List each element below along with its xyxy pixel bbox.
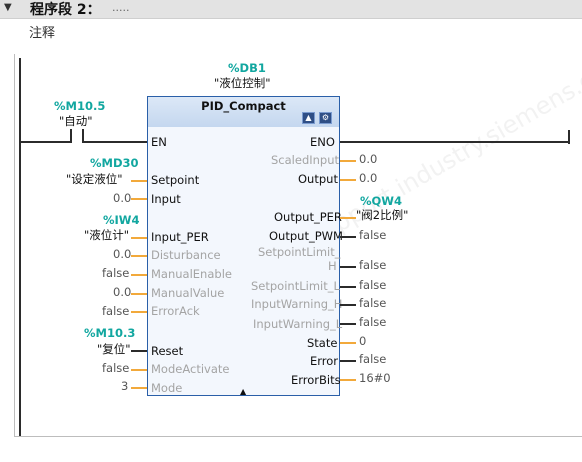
pin-mode[interactable]: Mode bbox=[151, 381, 183, 395]
input-warning-l-wire bbox=[340, 323, 356, 325]
disturbance-wire bbox=[131, 255, 147, 257]
expand-block-icon[interactable]: ▲ bbox=[240, 387, 247, 396]
setpoint-wire bbox=[131, 180, 147, 182]
setpoint-limit-l-wire bbox=[340, 286, 356, 288]
setpoint-limit-l-value[interactable]: false bbox=[359, 278, 387, 292]
pin-input[interactable]: Input bbox=[151, 192, 181, 206]
state-value[interactable]: 0 bbox=[359, 334, 367, 348]
pin-setpoint-limit-h-suffix[interactable]: H bbox=[328, 259, 337, 273]
pin-setpoint[interactable]: Setpoint bbox=[151, 173, 200, 187]
output-per-wire bbox=[340, 217, 356, 219]
pin-setpoint-limit-h[interactable]: SetpointLimit_ bbox=[258, 245, 341, 259]
eno-wire bbox=[340, 141, 568, 143]
input-warning-h-wire bbox=[340, 304, 356, 306]
scaled-input-value[interactable]: 0.0 bbox=[359, 152, 378, 166]
power-rail bbox=[19, 58, 21, 436]
pin-error-bits[interactable]: ErrorBits bbox=[291, 373, 341, 387]
configuration-icon[interactable]: ⚙ bbox=[319, 112, 332, 124]
error-bits-wire bbox=[340, 379, 356, 381]
disturbance-value[interactable]: 0.0 bbox=[113, 247, 132, 261]
pin-error-ack[interactable]: ErrorAck bbox=[151, 304, 200, 318]
scaled-input-wire bbox=[340, 160, 356, 162]
error-ack-value[interactable]: false bbox=[102, 304, 130, 318]
contact-auto[interactable] bbox=[70, 129, 84, 143]
mode-value[interactable]: 3 bbox=[121, 379, 129, 393]
setpoint-limit-h-value[interactable]: false bbox=[359, 258, 387, 272]
ladder-network-area bbox=[14, 54, 582, 437]
right-rail-stub bbox=[568, 130, 570, 144]
pin-manual-value[interactable]: ManualValue bbox=[151, 286, 225, 300]
pin-input-warning-l[interactable]: InputWarning_L bbox=[253, 317, 343, 331]
output-per-address[interactable]: %QW4 bbox=[360, 194, 402, 208]
mode-activate-value[interactable]: false bbox=[102, 361, 130, 375]
pin-output[interactable]: Output bbox=[298, 172, 338, 186]
error-bits-value[interactable]: 16#0 bbox=[359, 371, 391, 385]
network-comment[interactable]: 注释 bbox=[29, 26, 56, 41]
pin-input-per[interactable]: Input_PER bbox=[151, 230, 209, 244]
reset-address[interactable]: %M10.3 bbox=[84, 326, 136, 340]
pin-setpoint-limit-l[interactable]: SetpointLimit_L bbox=[251, 279, 340, 293]
pin-reset[interactable]: Reset bbox=[151, 344, 184, 358]
db-name[interactable]: "液位控制" bbox=[214, 76, 271, 90]
commissioning-icon[interactable]: ▲ bbox=[302, 112, 315, 124]
input-wire bbox=[131, 198, 147, 200]
setpoint-name[interactable]: "设定液位" bbox=[66, 172, 123, 186]
block-type: PID_Compact bbox=[201, 99, 286, 113]
en-wire-left bbox=[21, 141, 70, 143]
output-pwm-wire bbox=[340, 236, 356, 238]
pin-eno[interactable]: ENO bbox=[310, 135, 335, 149]
mode-activate-wire bbox=[131, 369, 147, 371]
input-value[interactable]: 0.0 bbox=[113, 191, 132, 205]
contact-address[interactable]: %M10.5 bbox=[54, 99, 106, 113]
error-ack-wire bbox=[131, 311, 147, 313]
network-title-comment[interactable]: ..... bbox=[112, 1, 130, 14]
pin-en[interactable]: EN bbox=[151, 135, 167, 149]
error-wire bbox=[340, 360, 356, 362]
output-pwm-value[interactable]: false bbox=[359, 228, 387, 242]
mode-wire bbox=[131, 387, 147, 389]
output-wire bbox=[340, 179, 356, 181]
network-title[interactable]: 程序段 2： bbox=[30, 2, 101, 18]
db-address[interactable]: %DB1 bbox=[228, 61, 266, 75]
en-wire-right bbox=[84, 141, 147, 143]
output-per-name[interactable]: "阀2比例" bbox=[356, 208, 409, 222]
collapse-triangle-icon[interactable]: ▼ bbox=[4, 2, 12, 13]
manual-enable-wire bbox=[131, 274, 147, 276]
input-per-wire bbox=[131, 237, 147, 239]
input-per-address[interactable]: %IW4 bbox=[103, 213, 140, 227]
reset-name[interactable]: "复位" bbox=[97, 342, 131, 356]
setpoint-limit-h-wire bbox=[340, 266, 356, 268]
pin-error[interactable]: Error bbox=[310, 354, 339, 368]
error-value[interactable]: false bbox=[359, 352, 387, 366]
pin-mode-activate[interactable]: ModeActivate bbox=[151, 362, 230, 376]
reset-wire bbox=[131, 350, 147, 352]
state-wire bbox=[340, 342, 356, 344]
pin-output-per[interactable]: Output_PER bbox=[274, 210, 342, 224]
manual-enable-value[interactable]: false bbox=[102, 266, 130, 280]
pin-output-pwm[interactable]: Output_PWM bbox=[269, 229, 343, 243]
output-value[interactable]: 0.0 bbox=[359, 171, 378, 185]
input-per-name[interactable]: "液位计" bbox=[84, 228, 130, 242]
pin-scaled-input[interactable]: ScaledInput bbox=[271, 153, 340, 167]
input-warning-l-value[interactable]: false bbox=[359, 315, 387, 329]
input-warning-h-value[interactable]: false bbox=[359, 296, 387, 310]
manual-value-wire bbox=[131, 293, 147, 295]
network-header[interactable]: ▼ 程序段 2： ..... bbox=[0, 0, 582, 19]
setpoint-address[interactable]: %MD30 bbox=[90, 156, 139, 170]
manual-value-value[interactable]: 0.0 bbox=[113, 285, 132, 299]
pin-manual-enable[interactable]: ManualEnable bbox=[151, 267, 232, 281]
pid-compact-block[interactable]: PID_Compact ▲ ⚙ ▲ bbox=[147, 96, 340, 396]
contact-name[interactable]: "自动" bbox=[59, 114, 93, 128]
pin-input-warning-h[interactable]: InputWarning_H bbox=[251, 297, 343, 311]
pin-state[interactable]: State bbox=[307, 336, 338, 350]
pin-disturbance[interactable]: Disturbance bbox=[151, 248, 221, 262]
